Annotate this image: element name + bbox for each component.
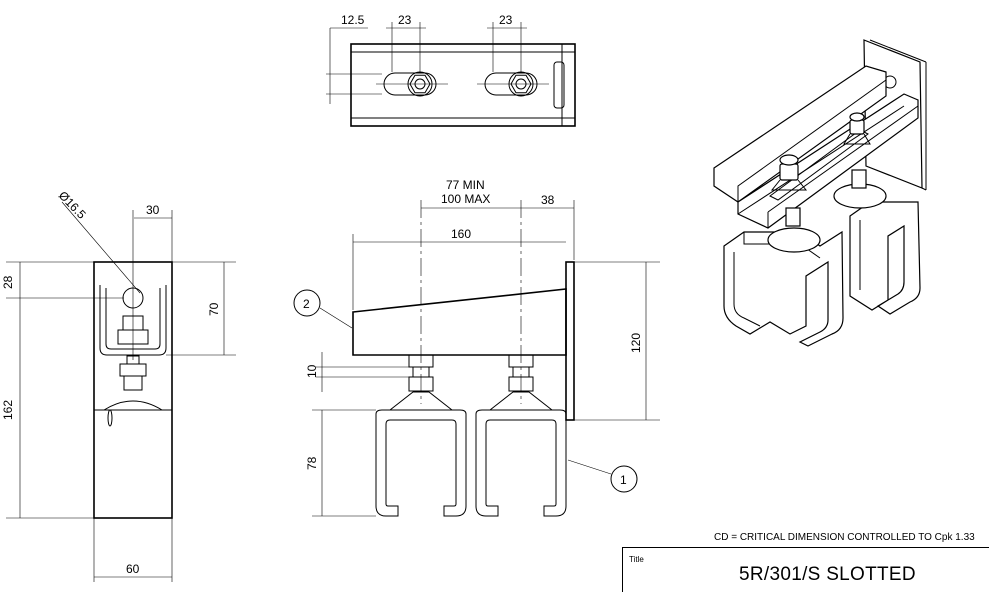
dim-23-slot-1: 23 xyxy=(398,13,412,27)
dim-28: 28 xyxy=(1,275,15,289)
title-block: Title 5R/301/S SLOTTED xyxy=(622,547,989,592)
title-label: Title xyxy=(629,555,644,564)
top-view: 12.5 23 23 xyxy=(326,13,576,127)
dim-diameter-16-5: Ø16.5 xyxy=(56,188,89,221)
dim-30: 30 xyxy=(146,203,160,217)
dim-100-max: 100 MAX xyxy=(441,192,490,206)
dim-162: 162 xyxy=(1,400,15,420)
dim-60: 60 xyxy=(126,562,140,576)
dim-120: 120 xyxy=(629,333,643,353)
dim-70: 70 xyxy=(207,302,221,316)
balloon-2-label: 2 xyxy=(303,297,310,311)
front-view: 77 MIN 100 MAX 38 160 120 10 78 2 1 xyxy=(293,178,660,517)
isometric-view xyxy=(713,39,927,347)
dim-12-5: 12.5 xyxy=(341,13,365,27)
dim-160: 160 xyxy=(451,227,471,241)
balloon-1 xyxy=(610,465,638,493)
dim-78: 78 xyxy=(305,456,319,470)
dim-23-slot-2: 23 xyxy=(499,13,513,27)
cd-note: CD = CRITICAL DIMENSION CONTROLLED TO Cp… xyxy=(714,532,975,543)
balloon-1-label: 1 xyxy=(620,473,627,487)
side-view: Ø16.5 30 28 70 162 60 xyxy=(1,188,236,582)
dim-10: 10 xyxy=(305,364,319,378)
balloon-2 xyxy=(293,289,321,317)
dim-77-min: 77 MIN xyxy=(446,178,485,192)
dim-38: 38 xyxy=(541,193,555,207)
title-value: 5R/301/S SLOTTED xyxy=(739,564,916,585)
